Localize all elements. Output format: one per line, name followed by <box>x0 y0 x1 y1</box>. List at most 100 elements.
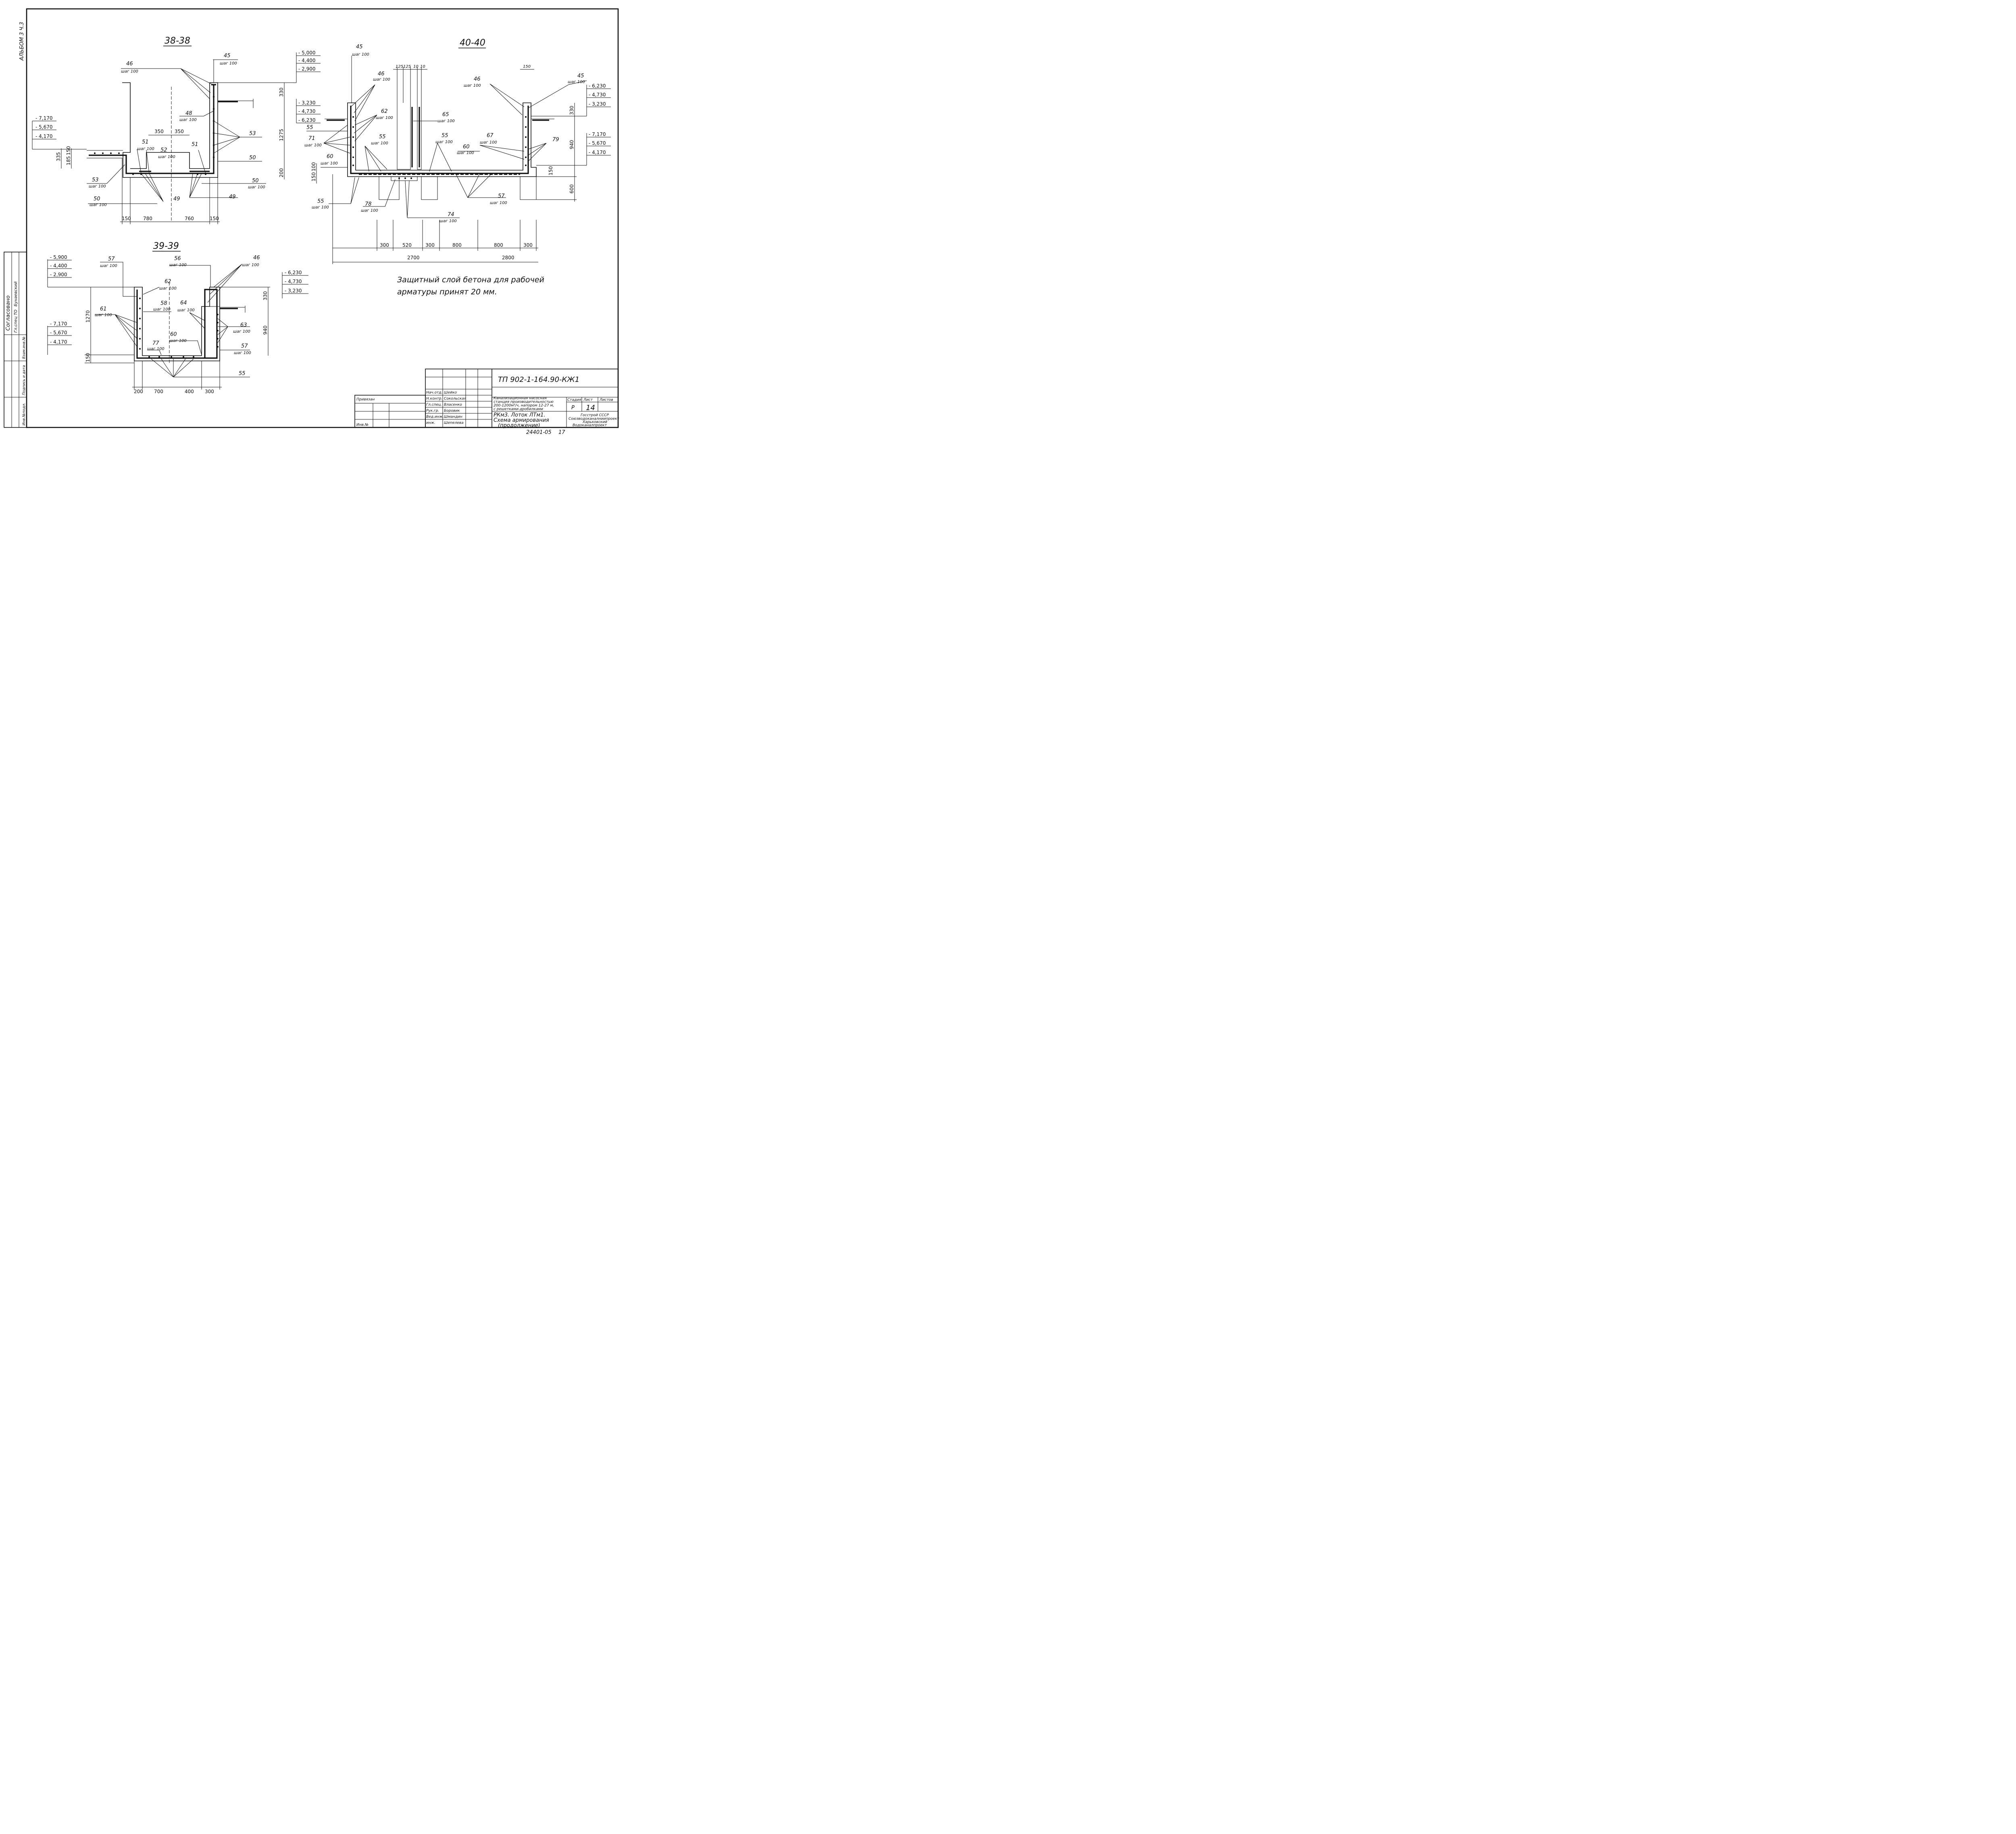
drawing-label: Р <box>571 405 575 411</box>
drawing-label: Вед.инж. <box>426 415 444 419</box>
tb-attached: Привязан <box>356 398 375 402</box>
drawing-label: 67 <box>487 133 494 139</box>
drawing-label: шаг 100 <box>464 83 481 88</box>
drawing-label: шаг 100 <box>137 147 154 151</box>
s40-elev-right-top: - 6,230 - 4,730 - 3,230 <box>531 83 611 117</box>
drawing-label: 49 <box>229 194 236 200</box>
drawing-label: Стадия <box>567 398 581 402</box>
drawing-label: 780 <box>143 216 152 221</box>
drawing-label: шаг 100 <box>158 155 175 159</box>
s38-elev-left: - 7,170 - 5,670 - 4,170 <box>32 115 87 150</box>
drawing-label: 150 <box>85 353 91 362</box>
rebar-dot <box>139 348 141 350</box>
drawing-label: 57 <box>108 256 115 262</box>
drawing-label: 150 <box>548 166 554 175</box>
drawing-label: Шепелева <box>444 421 464 425</box>
drawing-label: - 3,230 <box>285 288 302 294</box>
drawing-label: 57 <box>241 343 248 349</box>
drawing-label: 10 <box>420 65 425 69</box>
drawing-line <box>147 350 162 355</box>
rebar-dot <box>212 96 215 98</box>
rebar-dot <box>525 165 527 166</box>
drawing-label: шаг 100 <box>220 61 237 66</box>
drawing-line <box>189 173 238 198</box>
drawing-label: 400 <box>185 389 194 394</box>
drawing-label: 60 <box>463 144 470 150</box>
drawing-label: шаг 100 <box>179 118 197 122</box>
drawing-label: 45 <box>577 73 584 79</box>
drawing-label: 50 <box>249 155 256 161</box>
drawing-label: 62 <box>165 279 171 285</box>
drawing-label: арматуры принят 20 мм. <box>397 288 497 296</box>
rebar-dot <box>139 328 141 329</box>
drawing-label: 55 <box>442 133 448 139</box>
drawing-label: 150 <box>210 216 219 221</box>
drawing-label: 350 <box>175 129 184 134</box>
rebar-dot <box>148 356 150 358</box>
rebar-dot <box>102 152 104 154</box>
drawing-label: 49 <box>173 196 180 202</box>
drawing-label: - 7,170 <box>50 321 67 327</box>
rebar-dot <box>352 126 354 128</box>
section-40-title: 40-40 <box>460 38 485 48</box>
s40-elev-right-bottom: - 7,170 - 5,670 - 4,170 <box>536 131 611 166</box>
drawing-label: 61 <box>100 306 107 312</box>
drawing-label: 800 <box>494 242 503 248</box>
drawing-label: шаг 100 <box>304 143 322 148</box>
drawing-label: шаг 100 <box>242 263 259 267</box>
drawing-label: 56 <box>174 256 181 262</box>
drawing-label: - 4,170 <box>50 339 67 345</box>
drawing-line <box>151 358 250 377</box>
s40-dims: 125 125 10 10 150 300 520 300 800 800 30… <box>311 65 577 264</box>
drawing-label: Союзводоканалниипроект <box>569 417 619 421</box>
rebar-dot <box>404 177 406 179</box>
drawing-label: 940 <box>262 325 268 335</box>
drawing-line <box>89 85 215 174</box>
drawing-sheet: АЛЬБОМ 3 Ч.3 Согласовано Гл.спец ТО Буна… <box>4 8 619 436</box>
drawing-label: 760 <box>185 216 194 221</box>
drawing-label: Харьковский <box>582 420 607 424</box>
drawing-label: Лист <box>583 398 593 402</box>
drawing-label: 50 <box>94 196 100 202</box>
drawing-label: 200 <box>279 168 284 177</box>
drawing-label: 65 <box>442 112 449 118</box>
drawing-line <box>169 265 211 287</box>
rebar-dot <box>352 156 354 158</box>
drawing-label: 200 <box>134 389 143 394</box>
drawing-line <box>143 287 160 295</box>
drawing-label: шаг 100 <box>480 140 497 145</box>
drawing-label: шаг 100 <box>169 263 187 267</box>
s40-labels: 45 шаг 100 46 шаг 100 46 шаг 100 45 шаг … <box>304 44 585 223</box>
drawing-label: - 7,170 <box>589 131 606 137</box>
album-label: АЛЬБОМ 3 Ч.3 <box>19 22 25 61</box>
drawing-line <box>100 262 137 297</box>
drawing-label: - 5,670 <box>50 330 67 336</box>
drawing-line <box>528 80 587 108</box>
rebar-dot <box>139 308 141 309</box>
drawing-label: 800 <box>452 242 462 248</box>
drawing-label: 2700 <box>407 255 420 261</box>
drawing-label: 125 <box>396 65 403 69</box>
section-38-concrete <box>122 82 218 178</box>
drawing-label: 330 <box>262 291 268 300</box>
rebar-dot <box>158 356 160 358</box>
drawing-label: 300 <box>425 242 435 248</box>
rebar-dot <box>118 152 120 154</box>
drawing-label: шаг 100 <box>373 77 390 82</box>
drawing-line <box>217 318 250 343</box>
drawing-label: 46 <box>378 71 385 77</box>
drawing-line <box>323 125 350 154</box>
drawing-line <box>213 121 262 154</box>
rebar-dot <box>525 116 527 118</box>
drawing-label: шаг 100 <box>153 307 171 312</box>
rebar-dot <box>352 165 354 166</box>
drawing-label: 1270 <box>85 310 91 323</box>
drawing-label: шаг 100 <box>437 119 455 123</box>
drawing-label: шаг 100 <box>90 203 107 207</box>
drawing-line <box>207 264 242 303</box>
drawing-label: 53 <box>92 177 99 183</box>
drawing-label: шаг 100 <box>352 52 369 57</box>
drawing-label: 300 <box>380 242 389 248</box>
s38-labels: 46 шаг 100 45 шаг 100 48 шаг 100 53 50 5… <box>89 53 265 207</box>
drawing-label: шаг 100 <box>435 140 453 144</box>
